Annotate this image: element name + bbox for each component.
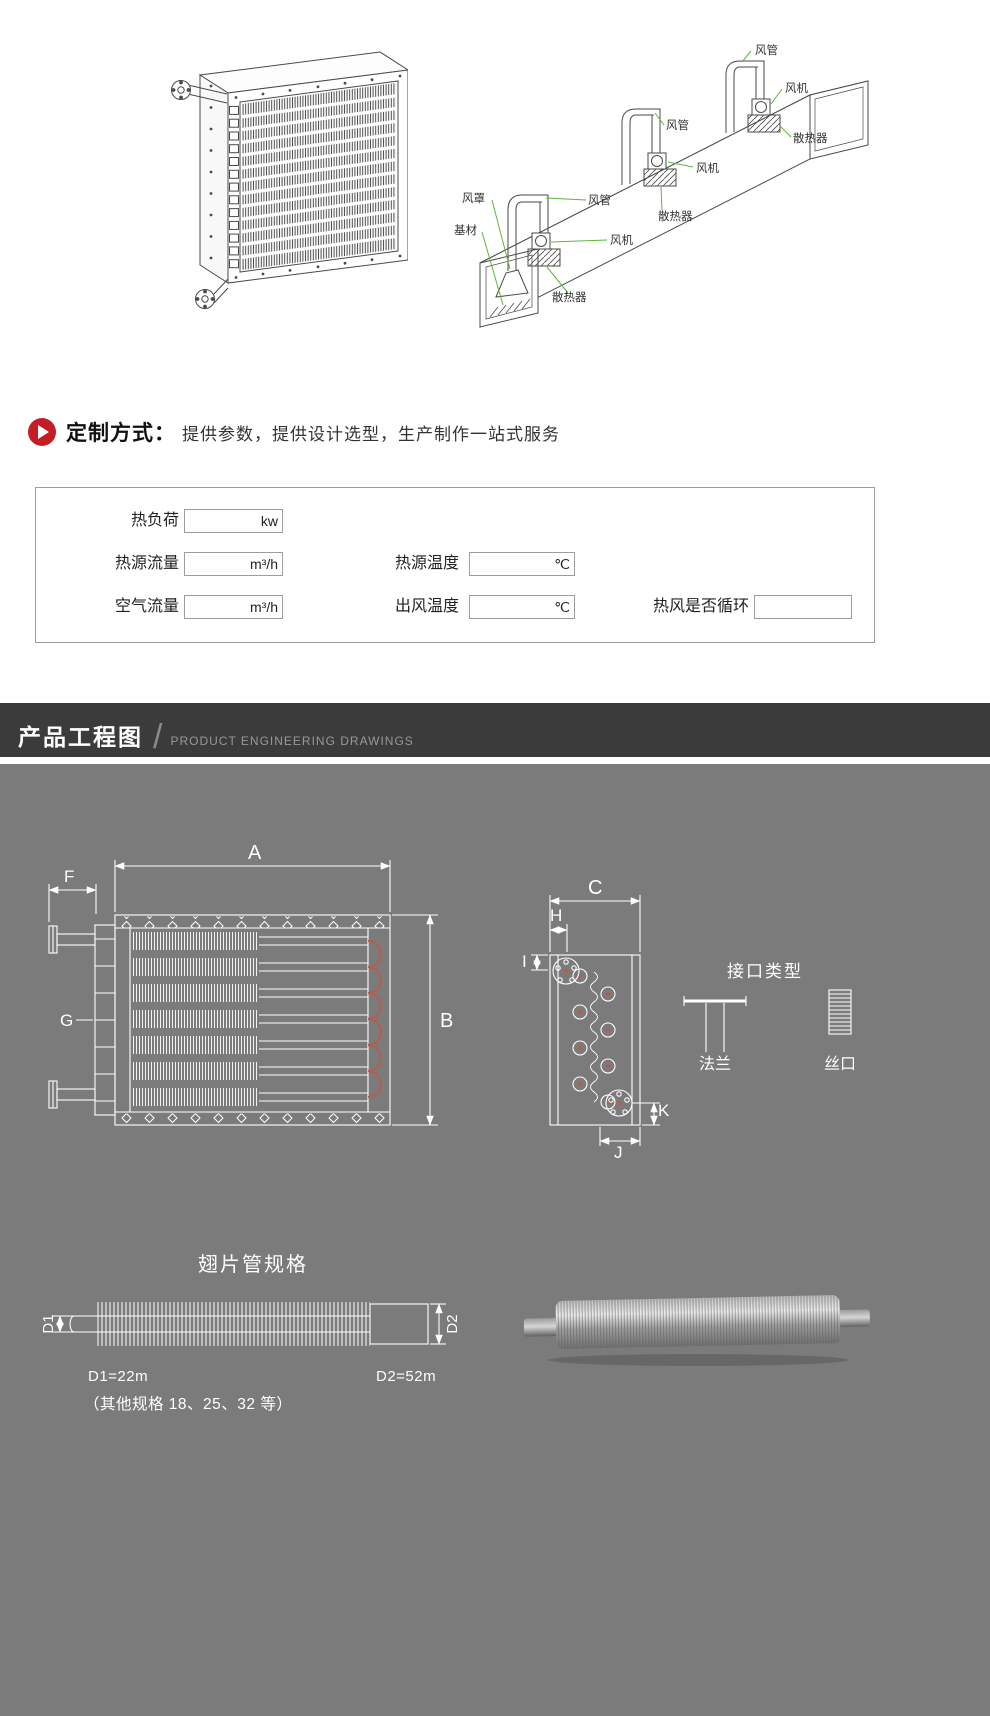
fin-tube-photo	[523, 1295, 870, 1366]
label-substrate: 基材	[454, 223, 477, 237]
lower-pipe-flange	[195, 278, 229, 309]
d1-label: D1	[40, 1314, 57, 1333]
side-view	[531, 895, 660, 1146]
tube-left-stub	[523, 1317, 559, 1337]
coil-symbol	[590, 971, 598, 1103]
parameter-form: 热负荷 kw 热源流量 m³/h 热源温度 ℃ 空气流量 m³/h 出风温度 ℃…	[35, 487, 875, 643]
assembly-middle	[621, 108, 677, 187]
air-flow-label: 空气流量	[114, 598, 179, 615]
d2-value: D2=52m	[376, 1368, 437, 1385]
leader-lines	[481, 50, 792, 306]
heat-load-label: 热负荷	[130, 512, 179, 529]
heat-exchanger-isometric-drawing	[171, 51, 408, 309]
engineering-drawings: A B F G C H I K J 接口类型 法兰 丝口	[48, 842, 856, 1162]
fin-band	[96, 1302, 370, 1346]
outlet-temp-input[interactable]	[470, 598, 555, 616]
tube-sheet	[229, 105, 239, 269]
label-duct-far: 风管	[755, 43, 778, 57]
return-bends	[367, 939, 382, 1099]
label-fan-mid: 风机	[696, 161, 719, 175]
dim-label-b: B	[440, 1010, 453, 1032]
hood-shape	[495, 269, 529, 298]
air-flow-field-wrap: m³/h	[184, 595, 283, 619]
interface-title: 接口类型	[727, 962, 803, 981]
d2-label: D2	[444, 1314, 461, 1333]
left-face	[199, 74, 229, 284]
outlet-temp-field-wrap: ℃	[469, 595, 575, 619]
section-title: 产品工程图	[18, 724, 143, 750]
label-hood: 风罩	[462, 192, 485, 205]
section-subtitle: PRODUCT ENGINEERING DRAWINGS	[170, 734, 414, 748]
dim-label-i: I	[522, 952, 527, 971]
fin-core	[242, 83, 396, 270]
finned-body-texture	[555, 1295, 841, 1349]
thread-symbol	[828, 989, 852, 1035]
source-flow-label: 热源流量	[114, 555, 179, 572]
custom-description: 提供参数，提供设计选型，生产制作一站式服务	[182, 424, 560, 444]
assembly-far	[725, 60, 781, 133]
tunnel-installation-diagram: 风管 风机 散热器 风管 风机 散热器 风罩 风管 风机 基材 散热器	[454, 43, 869, 328]
heat-load-unit: kw	[260, 513, 278, 529]
dim-label-k: K	[658, 1101, 670, 1120]
fin-row-separators	[241, 94, 397, 259]
recirculation-label: 热风是否循环	[652, 598, 749, 615]
custom-title: 定制方式：	[66, 422, 176, 445]
thread-label: 丝口	[824, 1055, 856, 1073]
custom-section: 定制方式： 提供参数，提供设计选型，生产制作一站式服务	[28, 414, 560, 450]
source-flow-input[interactable]	[185, 555, 250, 573]
air-flow-input[interactable]	[185, 598, 250, 616]
recirculation-input[interactable]	[755, 598, 851, 616]
section-header: 产品工程图 / PRODUCT ENGINEERING DRAWINGS	[0, 703, 990, 757]
dim-label-f: F	[64, 867, 74, 886]
heat-load-input[interactable]	[185, 512, 261, 530]
label-hx-far: 散热器	[793, 131, 828, 145]
dim-label-a: A	[248, 842, 262, 864]
label-fan-near: 风机	[610, 233, 633, 247]
label-duct-near: 风管	[588, 193, 611, 207]
engineering-panel: A B F G C H I K J 接口类型 法兰 丝口 翅片管规格	[0, 764, 990, 1716]
dim-label-c: C	[588, 877, 602, 899]
label-hx-mid: 散热器	[658, 209, 693, 223]
label-hx-near: 散热器	[552, 290, 587, 304]
tunnel-far-end	[809, 80, 869, 160]
side-flanges	[552, 957, 633, 1117]
dim-label-g: G	[60, 1011, 73, 1030]
substrate-hatch	[489, 298, 531, 318]
source-temp-unit: ℃	[554, 555, 570, 572]
upper-pipe-flange	[171, 80, 228, 104]
source-flow-field-wrap: m³/h	[184, 552, 283, 576]
photo-shadow	[548, 1354, 848, 1366]
outlet-temp-unit: ℃	[554, 598, 570, 615]
outlet-temp-label: 出风温度	[394, 598, 459, 615]
fin-tube-title: 翅片管规格	[198, 1254, 308, 1276]
source-temp-input[interactable]	[470, 555, 555, 573]
label-duct-mid: 风管	[666, 118, 689, 132]
flange-symbol	[683, 996, 747, 1052]
interface-symbols	[683, 989, 852, 1052]
section-separator: /	[153, 718, 163, 756]
fin-tube-drawing: D1 D2	[40, 1302, 461, 1346]
front-view	[48, 860, 438, 1126]
assembly-near	[507, 194, 561, 271]
dim-label-h: H	[550, 906, 562, 925]
source-temp-field-wrap: ℃	[469, 552, 575, 576]
source-temp-label: 热源温度	[394, 555, 459, 572]
d1-value: D1=22m	[88, 1368, 149, 1385]
air-flow-unit: m³/h	[250, 599, 278, 615]
header-pipes	[48, 924, 116, 1116]
dim-label-j: J	[614, 1143, 623, 1162]
play-icon	[28, 418, 56, 446]
tube-ends	[572, 968, 616, 1110]
frame-bolts	[209, 74, 402, 279]
recirculation-field-wrap	[754, 595, 852, 619]
flange-label: 法兰	[699, 1055, 731, 1073]
source-flow-unit: m³/h	[250, 556, 278, 572]
heat-load-field-wrap: kw	[184, 509, 283, 533]
tube-right-stub	[837, 1309, 870, 1328]
label-fan-far: 风机	[785, 81, 808, 95]
fin-rows	[131, 932, 368, 1106]
other-specs: （其他规格 18、25、32 等）	[84, 1396, 293, 1413]
